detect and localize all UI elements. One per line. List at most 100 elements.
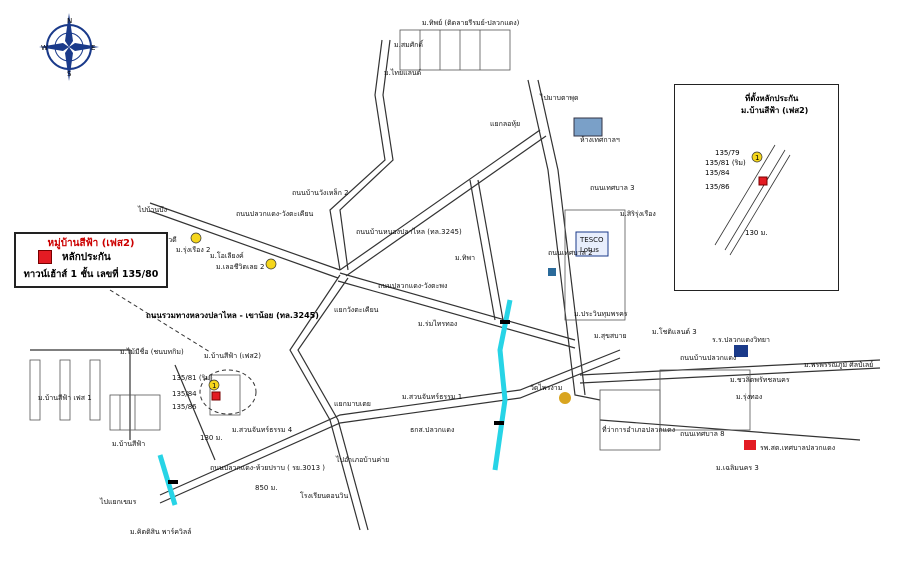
road-south-b bbox=[159, 357, 621, 504]
canal-west bbox=[157, 454, 178, 506]
label-lot-a: 135/81 (ริม) bbox=[172, 374, 213, 382]
label-mu-ratchapruek: ม.ร่มไทรทอง bbox=[418, 319, 457, 328]
label-dist-main: 130 ม. bbox=[200, 434, 222, 442]
label-hospital: รพ.สต.เทศบาลปลวกแดง bbox=[760, 444, 835, 452]
label-cross-khao: แยกมาบเตย bbox=[334, 400, 371, 408]
road-north bbox=[329, 39, 386, 271]
temple-icon bbox=[559, 392, 571, 404]
label-road-r1: ถนนบ้านวังเหล็ก 2 bbox=[292, 188, 349, 197]
legend-item: หลักประกัน bbox=[62, 252, 111, 263]
label-mu-ruamsuk: ม.รุ่งทอง bbox=[736, 393, 762, 401]
collateral-swatch-icon bbox=[38, 250, 52, 264]
marker-icon bbox=[190, 232, 202, 244]
tesco-logo-icon bbox=[575, 231, 609, 257]
housing-blocks bbox=[29, 29, 751, 451]
road-south bbox=[159, 349, 621, 496]
compass-s: S bbox=[67, 70, 72, 78]
legend: หมู่บ้านสีฟ้า (เฟส2) หลักประกัน ทาวน์เฮ้… bbox=[14, 232, 168, 288]
inset-subtitle: ม.บ้านสีฟ้า (เฟส2) bbox=[741, 105, 808, 115]
label-mu-prawin: ม.ประวินทุมพรคร bbox=[574, 310, 628, 318]
legend-title: หมู่บ้านสีฟ้า (เฟส2) bbox=[47, 238, 135, 249]
hospital-icon bbox=[744, 440, 756, 450]
label-mu-thipa: ม.ทิพา bbox=[455, 254, 475, 262]
label-mu-sirirung: ม.สิริรุ่งเรือง bbox=[620, 210, 656, 218]
label-mu-somsak: ม.สมศักดิ์ bbox=[394, 39, 424, 49]
label-temple: วัดไพรงาม bbox=[530, 383, 562, 392]
label-dist-bottom: 850 ม. bbox=[255, 484, 277, 492]
label-mu-baansifa1: ม.บ้านสีฟ้า เฟส 1 bbox=[38, 394, 92, 402]
label-mu-rungruang: ม.รุ่งเรือง 2 bbox=[176, 246, 210, 254]
road-ne-b bbox=[345, 135, 547, 277]
label-mu-monamee: ม.ไม้มีชื่อ (ชนบทกิม) bbox=[120, 347, 184, 356]
label-lot-b: 135/84 bbox=[172, 390, 197, 398]
property-ring bbox=[199, 369, 257, 415]
road-ne bbox=[339, 129, 541, 271]
inset-marker-icon bbox=[751, 151, 763, 163]
road-sw-b bbox=[297, 277, 369, 531]
label-road-r3: ถนนปลวกแดง-วังตะเคียน bbox=[236, 210, 314, 218]
label-mu-pornsawan: ม.พรพรรณภูมิ ศิลป์เลย์ bbox=[804, 361, 873, 369]
label-to-rayong: ไปแยกเขมร bbox=[99, 497, 137, 506]
marker-icon bbox=[265, 258, 277, 270]
label-school: ร.ร.ปลวกแดงวิทยา bbox=[712, 336, 770, 344]
label-road-r6: ถนนรวมทางหลวงปลาไหล - เขาน้อย (ทล.3245) bbox=[146, 310, 319, 320]
label-road-r11: ถนนเทศบาล 2 bbox=[548, 249, 593, 257]
road-east bbox=[579, 359, 881, 376]
industrial-icon bbox=[573, 117, 603, 137]
label-mu-sanguanchai: ม.โชติแลนด์ 3 bbox=[652, 327, 697, 336]
marker-one: 1 bbox=[212, 382, 216, 390]
label-bank: ธกส.ปลวกแดง bbox=[410, 426, 454, 434]
compass-e: E bbox=[91, 44, 95, 52]
road-inner-b bbox=[477, 179, 504, 321]
label-lot-c: 135/86 bbox=[172, 403, 197, 411]
compass-w: W bbox=[41, 44, 48, 52]
label-mu-lacharwee: ม.เลอชีวิตเลย 2 bbox=[216, 263, 264, 271]
tesco-label: TESCO bbox=[579, 236, 604, 244]
label-road-r8: ถนนบ้านปลวกแดง bbox=[680, 354, 736, 362]
label-cross-wangtrop: แยกวังตะเคียน bbox=[334, 306, 379, 314]
label-road-r5: ถนนบ้านหนองปลาไหล (ทล.3245) bbox=[356, 227, 462, 236]
inset-lot-0: 135/79 bbox=[715, 149, 740, 157]
inset-map: ที่ตั้งหลักประกัน ม.บ้านสีฟ้า (เฟส2) 1 1… bbox=[674, 84, 839, 291]
inset-distance: 130 ม. bbox=[745, 229, 767, 237]
label-to-chonburi: ไปบ้านบึง bbox=[137, 205, 167, 214]
label-mu-baansifa: ม.บ้านสีฟ้า (เฟส2) bbox=[204, 352, 261, 360]
road-west bbox=[149, 202, 341, 271]
canal-east bbox=[492, 299, 513, 471]
label-to-bangna: ไปมาบตาพุด bbox=[539, 93, 579, 102]
label-mu-chaloem: ม.เฉลิมนคร 3 bbox=[716, 464, 759, 472]
label-mu-suanchan1: ม.สวนจันทร์ธรรม 1 bbox=[402, 393, 462, 401]
label-district-office: ที่ว่าการอำเภอปลวกแดง bbox=[602, 425, 675, 434]
road-sw bbox=[289, 274, 361, 531]
legend-subtitle: ทาวน์เฮ้าส์ 1 ชั้น เลขที่ 135/80 bbox=[23, 269, 159, 280]
road-housing-b bbox=[174, 364, 216, 461]
compass-rose-icon: N S E W bbox=[39, 13, 99, 81]
label-mu-suksawat: ม.สุขสบาย bbox=[594, 332, 627, 340]
road-east-b bbox=[579, 367, 881, 384]
inset-lot-3: 135/86 bbox=[705, 183, 730, 191]
road-ns bbox=[527, 79, 601, 401]
label-to-sattahip: ไปอำเภอบ้านค่าย bbox=[335, 455, 389, 464]
label-mu-saensuk: ม.ชวลิตพรัทชลนคร bbox=[730, 376, 790, 384]
label-road-r9: ถนนปลวกแดง-ห้วยปราบ ( รย.3013 ) bbox=[210, 464, 325, 472]
inset-property-icon bbox=[758, 176, 768, 186]
label-mu-thailand: ม.ไทยแลนด์ bbox=[384, 68, 421, 77]
gas-station-icon bbox=[548, 268, 556, 276]
inset-title: ที่ตั้งหลักประกัน bbox=[745, 92, 799, 103]
label-ind-estate: ห้างเทศกาลฯ bbox=[580, 136, 620, 144]
marker-one-icon bbox=[208, 379, 220, 391]
compass-n: N bbox=[67, 17, 72, 25]
lotus-label: Lotus bbox=[580, 246, 599, 254]
road-housing bbox=[30, 349, 131, 440]
label-mu-suanchan4: ม.สวนจันทร์ธรรม 4 bbox=[232, 426, 293, 434]
label-school2: โรงเรียนดอนวิน bbox=[300, 491, 348, 500]
inset-lot-1: 135/81 (ริม) bbox=[705, 159, 746, 167]
property-marker-icon bbox=[211, 391, 221, 401]
inset-marker: 1 bbox=[755, 154, 759, 162]
road-mid-b bbox=[337, 280, 576, 349]
legend-leader bbox=[109, 289, 211, 353]
label-mu-oliang: ม.โอเลียงค์ bbox=[210, 251, 244, 260]
inset-canvas: ที่ตั้งหลักประกัน ม.บ้านสีฟ้า (เฟส2) 1 1… bbox=[705, 92, 808, 256]
road-mid bbox=[339, 272, 576, 341]
